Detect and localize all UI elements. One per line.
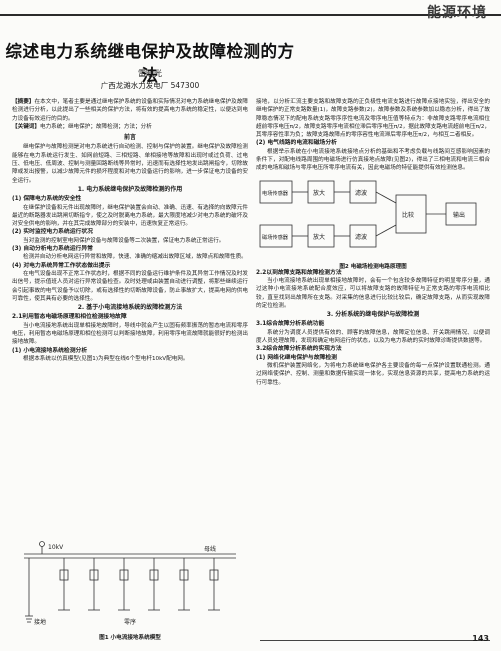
section-1-4-heading: (4) 对电力系统异常工作状态做出提示 — [12, 262, 111, 269]
section-2-1b-paragraph: 根据本系统以仿真模型(见图1)为典型在线6个型电杆10kV配电网。 — [23, 355, 189, 362]
section-3-1-heading: 3.1综合故障分析系统功能 — [256, 321, 325, 328]
right-column: 接地，以分析汇流主要支路和故障支路的正负极性电流支路进行故障点接地实验，得出安全… — [256, 98, 490, 387]
section-2-1-heading: 2.1利用暂态电磁场原理和相位检测接地故障 — [12, 314, 127, 321]
label-bus: 母线 — [204, 545, 216, 553]
label-filter1: 滤波 — [355, 189, 367, 197]
figure-1-diagram: 10kV 母线 接地 零序 — [24, 541, 236, 626]
abstract: 【摘要】在本文中，笔者主要是通过继电保护系统的设备和实际情况对电力系统继电保护及… — [12, 98, 248, 123]
section-1-3-paragraph: 检测并自动分析电网运行异常和故障，快速、准确的缩减出故障区域，故障点和故障性质。 — [23, 254, 247, 261]
subsection-b-heading: (2) 电气线路的电流和磁场分析 — [256, 140, 337, 147]
section-3-2a-paragraph: 微机保护装置网络化，为将电力系统继电保护各主要设备的每一点保护设置联通检测。通过… — [256, 362, 490, 386]
page-header: 能源环境 — [0, 0, 501, 26]
section-3-2-heading: 3.2综合故障分析系统的实现方法 — [256, 346, 342, 353]
label-output: 输出 — [453, 211, 465, 219]
section-2-2-paragraph: 当小电流接地系统出现单相接地故障时，会有一个包含较多故障特征的明显零序分量，通过… — [256, 277, 490, 309]
label-voltage: 10kV — [48, 544, 64, 551]
affiliation: 广西龙滩水力发电厂 547300 — [100, 81, 200, 90]
keywords-text: 电力系统；继电保护；故障检测；方法；分析 — [39, 123, 152, 130]
abstract-text: 在本文中，笔者主要是通过继电保护系统的设备和实际情况对电力系统继电保护及故障检测… — [12, 99, 248, 122]
label-amp2: 放大 — [313, 233, 325, 241]
section-2-2-heading: 2.2以到故障支路和故障检测方法 — [256, 269, 342, 276]
section-1-1-paragraph: 在继保护设备和元件出现故障时，继电保护装置会自动、准确、迅速、有选择的向故障元件… — [12, 204, 248, 228]
right-top-paragraph: 接地，以分析汇流主要支路和故障支路的正负极性电流支路进行故障点接地实验，得出安全… — [256, 99, 491, 139]
section-3-1-paragraph: 系统分为调度人员提供有效的、顾客的故障信息，故障定位信息、开关跳闸情况、以便调度… — [256, 329, 490, 345]
section-1-heading: 1. 电力系统继电保护及故障检测的作用 — [77, 185, 183, 193]
section-brand: 能源环境 — [427, 5, 487, 21]
label-mag: 磁场传感器 — [262, 233, 289, 241]
left-column: 【摘要】在本文中，笔者主要是通过继电保护系统的设备和实际情况对电力系统继电保护及… — [12, 98, 248, 363]
label-ground: 接地 — [34, 618, 46, 626]
figure-1-caption: 图1 小电流接地系统模型 — [99, 635, 161, 641]
section-1-2-heading: (2) 实时监控电力系统运行状况 — [12, 229, 93, 236]
section-2-1b-heading: (1) 小电流接地系统检测分析 — [12, 347, 88, 354]
figure-2-caption: 图2 电磁场检测电路原理图 — [339, 263, 407, 270]
section-3-2a-heading: (1) 网络化继电保护与故障检测 — [256, 354, 337, 361]
keywords: 【关键词】电力系统；继电保护；故障检测；方法；分析 — [12, 123, 248, 131]
figure-2-diagram: 电场传感器 磁场传感器 放大 放大 滤波 滤波 比较 输出 — [259, 180, 477, 248]
label-sensor: 电场传感器 — [262, 189, 289, 197]
label-filter2: 滤波 — [355, 233, 367, 241]
preface-paragraph: 继电保护与故障检测是对电力系统进行自动检测、控制与保护的装置。继电保护及故障检测… — [12, 144, 248, 184]
footer-rule — [260, 640, 490, 641]
section-1-3-heading: (3) 自动分析电力系统运行异常 — [12, 246, 93, 253]
preface-heading: 前言 — [123, 134, 136, 142]
figure-2: 电场传感器 磁场传感器 放大 放大 滤波 滤波 比较 输出 图2 电磁场检测电路… — [256, 173, 490, 270]
figure-1: 10kV 母线 接地 零序 图1 小电流接地系统模型 — [14, 540, 246, 641]
keywords-label: 【关键词】 — [12, 123, 40, 130]
section-1-1-heading: (1) 保障电力系统的安全性 — [12, 196, 82, 203]
section-3-heading: 3. 分析系统的继电保护与故障检测 — [326, 311, 420, 319]
section-2-1-paragraph: 当小电流接地系统出现单相接地故障时，导线中就会产生以固有频率振荡的暂态电流和零序… — [12, 322, 248, 346]
author: 雷晓光 — [138, 69, 162, 78]
label-zero: 零序 — [124, 618, 136, 626]
abstract-label: 【摘要】 — [12, 99, 35, 105]
page-number: 143 — [472, 634, 489, 643]
header-rule — [0, 14, 501, 16]
section-2-heading: 2. 基于小电流接地系统的故障检测方法 — [77, 304, 183, 312]
subsection-b-paragraph: 根据举示系统在小电流接地系统接地点分析的基础和不考虑负载与线路间互感影响因素的条… — [256, 148, 490, 172]
label-amp1: 放大 — [313, 189, 325, 197]
label-compare: 比较 — [402, 211, 414, 219]
section-1-4-paragraph: 在电气设备出现不正常工作状态时，根据不同的设备运行维护条件及其异常工作情况及时发… — [12, 270, 248, 302]
article-title: 综述电力系统继电保护及故障检测的方法 — [5, 42, 295, 85]
section-1-2-paragraph: 当对监测的控制室电网保护设备与故障设备等二次装置，保证电力系统正常运行。 — [23, 237, 225, 244]
